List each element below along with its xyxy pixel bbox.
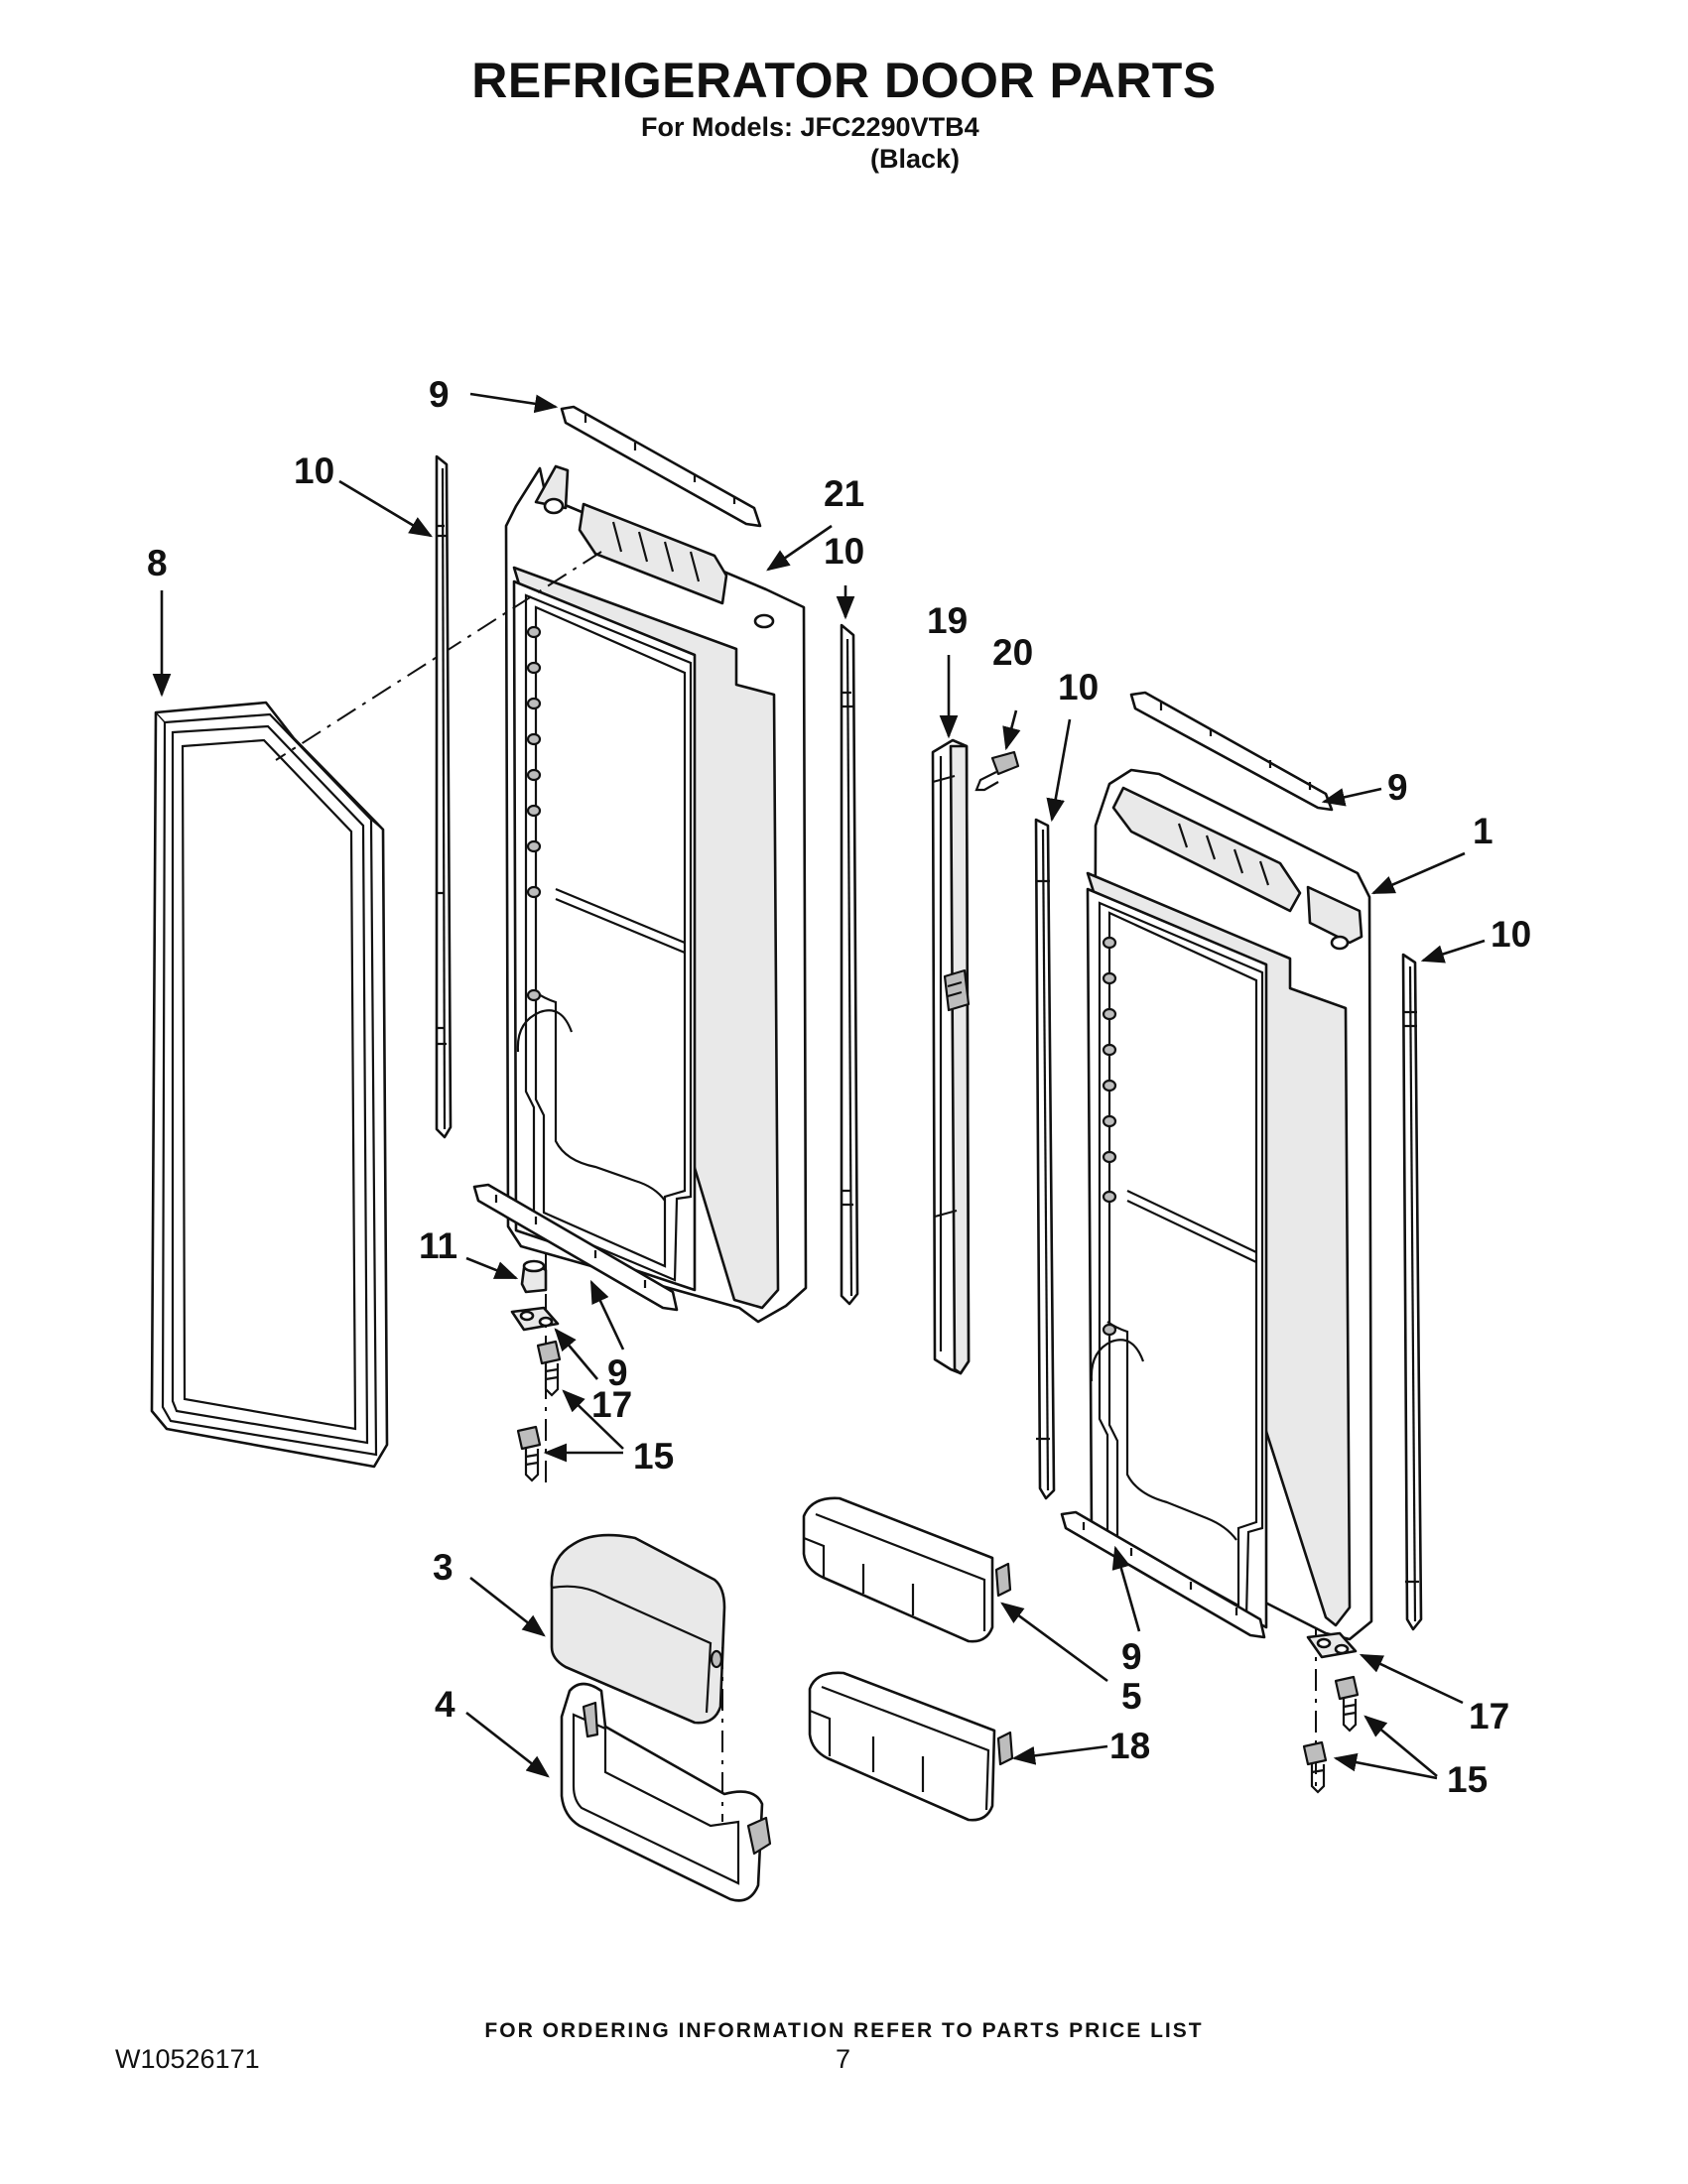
- callout-9-top-right: 9: [1387, 767, 1408, 808]
- shelf-clip-holes-right: [1102, 936, 1117, 1337]
- document-number: W10526171: [115, 2044, 260, 2074]
- callout-10-right-outer: 10: [1491, 914, 1531, 955]
- door-gasket-part-8: [150, 701, 389, 1469]
- callout-19: 19: [927, 600, 968, 641]
- screw-part-15-left-a: [536, 1340, 562, 1397]
- screw-part-15-right-b: [1302, 1740, 1328, 1794]
- callout-10-center: 10: [824, 531, 864, 572]
- door-trim-part-9-top-right: [1129, 691, 1334, 812]
- callout-10-left: 10: [294, 450, 334, 491]
- door-bin-part-5: [802, 1496, 1012, 1643]
- callout-17-right: 17: [1469, 1696, 1509, 1736]
- callout-15-left: 15: [633, 1436, 674, 1477]
- dairy-bin-part-4: [560, 1682, 772, 1902]
- callout-5: 5: [1121, 1676, 1142, 1717]
- screw-part-15-left-b: [516, 1425, 542, 1482]
- callout-9-bottom-left: 9: [607, 1352, 628, 1393]
- ordering-information-note: FOR ORDERING INFORMATION REFER TO PARTS …: [484, 2019, 1204, 2042]
- screw-part-15-right-a: [1334, 1675, 1360, 1733]
- callout-11: 11: [419, 1225, 457, 1266]
- door-trim-strip-part-10-right-outer: [1401, 953, 1423, 1631]
- door-bin-part-18: [808, 1671, 1014, 1822]
- door-trim-part-9-bottom-left: [472, 1183, 679, 1312]
- door-alignment-bracket-part-19: [931, 738, 971, 1375]
- dairy-door-part-3: [550, 1533, 726, 1725]
- callout-9-top-left: 9: [429, 374, 450, 415]
- callout-leaders: [152, 392, 1486, 1780]
- callout-numbers: 9 10 21 8 10 19 20 10 9 1 10 11 9 17 15 …: [147, 374, 1531, 1800]
- callout-8: 8: [147, 543, 168, 583]
- callout-1: 1: [1473, 811, 1493, 851]
- right-door-liner-part-1: [1086, 768, 1373, 1641]
- callout-17-left: 17: [591, 1384, 632, 1425]
- screw-part-20: [974, 750, 1020, 792]
- callout-15-right: 15: [1447, 1759, 1488, 1800]
- hinge-pin-part-11: [520, 1259, 548, 1294]
- callout-18: 18: [1109, 1726, 1150, 1766]
- page-title: REFRIGERATOR DOOR PARTS: [471, 53, 1217, 108]
- door-trim-strip-part-10-center: [840, 623, 859, 1306]
- callout-3: 3: [433, 1547, 454, 1588]
- hinge-bushing-part-17-left: [510, 1306, 560, 1332]
- left-door-liner-part-21: [504, 464, 808, 1324]
- page-number: 7: [836, 2044, 851, 2074]
- color-line: (Black): [870, 144, 961, 174]
- callout-10-right-inner: 10: [1058, 667, 1099, 707]
- callout-21: 21: [824, 473, 864, 514]
- door-trim-strip-part-10-right-inner: [1034, 818, 1056, 1500]
- door-trim-part-9-top-left: [560, 405, 762, 528]
- door-trim-strip-part-10-left: [435, 454, 453, 1139]
- callout-9-bottom-right: 9: [1121, 1636, 1142, 1677]
- shelf-clip-holes-left: [526, 625, 542, 1002]
- door-trim-part-9-bottom-right: [1060, 1510, 1266, 1639]
- callout-20: 20: [992, 632, 1033, 673]
- models-line: For Models: JFC2290VTB4: [641, 112, 979, 142]
- hinge-bushing-part-17-right: [1306, 1631, 1358, 1659]
- callout-4: 4: [435, 1684, 455, 1725]
